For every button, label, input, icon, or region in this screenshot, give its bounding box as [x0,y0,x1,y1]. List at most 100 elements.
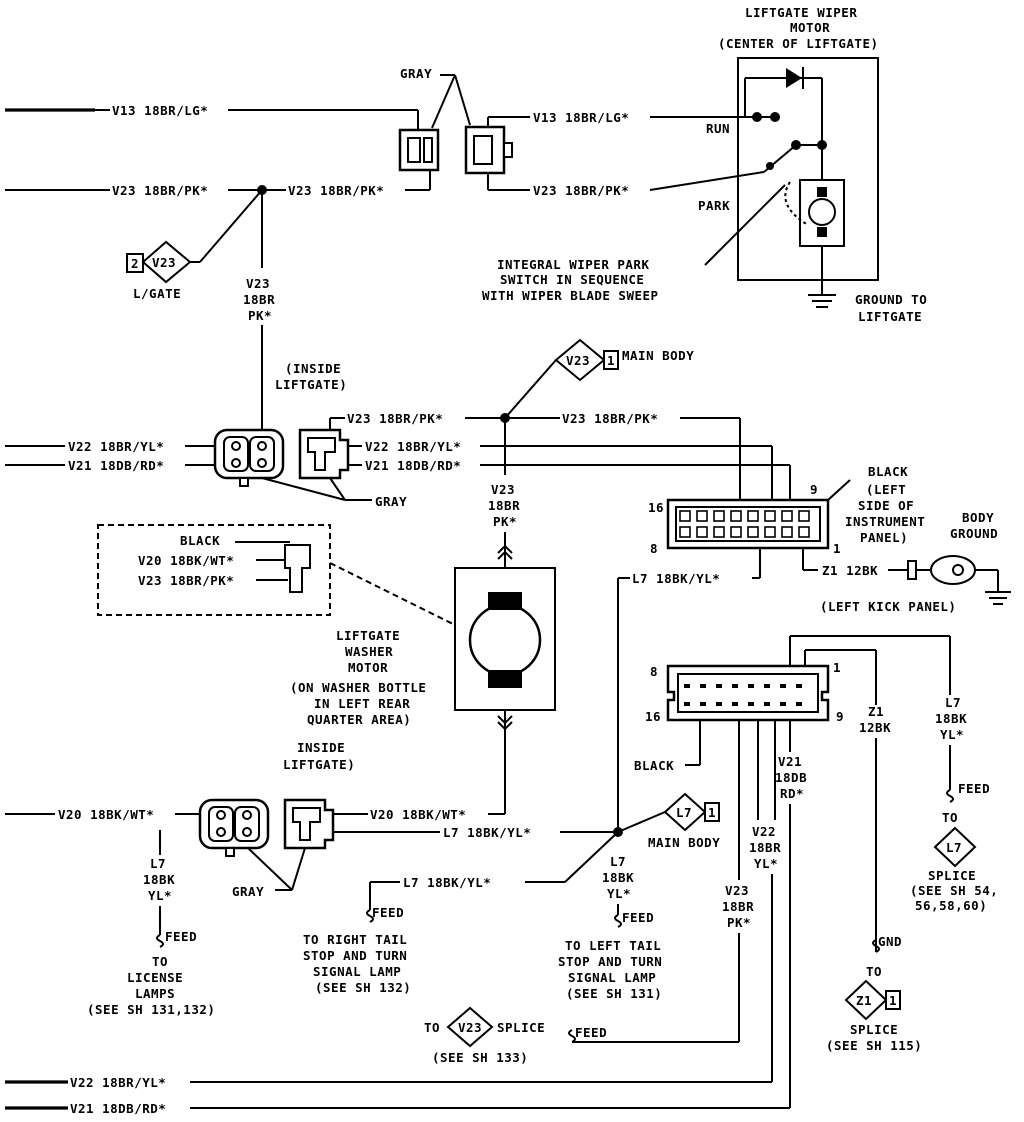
black-connector-label: BLACK [180,533,220,548]
instrument-connector: 16 9 8 1 BLACK (LEFT SIDE OF INSTRUMENT … [617,464,1011,830]
to-lic-2: LICENSE [127,970,183,985]
v23-splice-code: V23 [458,1020,482,1035]
splice-z1-label: SPLICE [850,1022,898,1037]
conn2-1: 1 [833,660,841,675]
z1-splice-code: Z1 [856,993,872,1008]
wiper-motor-box [737,57,879,281]
body-ground-label-1: BODY [962,510,994,525]
z1-drop-1: Z1 [868,704,884,719]
v22-drop-2: 18BR [749,840,781,855]
see-sh-115-label: (SEE SH 115) [826,1038,922,1053]
bottom-wires: V22 18BR/YL* V21 18DB/RD* [5,1075,790,1116]
splice-v23-label: SPLICE [497,1020,545,1035]
l7-drop-1: L7 [610,854,626,869]
v21-drop-2: 18DB [775,770,807,785]
z1-splice-num: 1 [889,993,897,1008]
feed-v23-label: FEED [575,1025,607,1040]
v13-left-label: V13 18BR/LG* [112,103,208,118]
park-label: PARK [698,198,730,213]
v23-drop-2: 18BR [722,899,754,914]
lgate-code: V23 [152,255,176,270]
right-tail-2: STOP AND TURN [303,948,407,963]
black-ip-3: SIDE OF [858,498,914,513]
v23-washer-2: 18BR [488,498,520,513]
l7-right-2: 18BK [935,711,967,726]
see-sh-56-label: 56,58,60) [915,898,987,913]
main-body-top-label: MAIN BODY [622,348,694,363]
integral-note-2: SWITCH IN SEQUENCE [500,272,644,287]
inside-liftgate-2b: LIFTGATE) [283,757,355,772]
wiper-motor-title: LIFTGATE WIPER [745,5,857,20]
l7-lic-2: 18BK [143,872,175,887]
v21-right-label: V21 18DB/RD* [365,458,461,473]
main-body-top-num: 1 [607,353,615,368]
l7-drop-2: 18BK [602,870,634,885]
lgate-label: L/GATE [133,286,181,301]
v23-washer-3: PK* [493,514,517,529]
right-tail-1: TO RIGHT TAIL [303,932,407,947]
body-connector: 8 1 16 9 BLACK V21 18DB RD* V22 18BR [634,635,998,1108]
conn2-16: 16 [645,709,661,724]
gray-top-label: GRAY [400,66,432,81]
v23-liftgate-right-label: V23 18BR/PK* [562,411,658,426]
mid-connectors: MAIN BODY V23 1 V23 18BR/PK* V23 18BR/PK… [5,338,791,568]
v21-left-label: V21 18DB/RD* [68,458,164,473]
v23-left-label: V23 18BR/PK* [112,183,208,198]
feed-l7-label: FEED [958,781,990,796]
gray-connector-right [464,125,506,175]
v22-bottom-label: V22 18BR/YL* [70,1075,166,1090]
gnd-label: GND [878,934,902,949]
to-lic-1: TO [152,954,168,969]
washer-label-1: LIFTGATE [336,628,400,643]
black-ip-1: BLACK [868,464,908,479]
v21-bottom-label: V21 18DB/RD* [70,1101,166,1116]
v23-mid-label: V23 18BR/PK* [288,183,384,198]
v22-drop-3: YL* [754,856,778,871]
v20-left-label: V20 18BK/WT* [58,807,154,822]
see-sh-54-label: (SEE SH 54, [910,883,998,898]
to-z1-label: TO [866,964,882,979]
diode-icon [786,68,802,88]
to-l7-label: TO [942,810,958,825]
washer-label-5: IN LEFT REAR [314,696,410,711]
black-connector2-label: BLACK [634,758,674,773]
l7-lic-1: L7 [150,856,166,871]
l7-drop-3: YL* [607,886,631,901]
v21-drop-1: V21 [778,754,802,769]
integral-note-3: WITH WIPER BLADE SWEEP [482,288,659,303]
left-tail-2: STOP AND TURN [558,954,662,969]
top-wires: V13 18BR/LG* V23 18BR/PK* V23 18BR/PK* G… [5,66,629,430]
main-body-top-code: V23 [566,353,590,368]
kick-panel-label: (LEFT KICK PANEL) [820,599,956,614]
inside-liftgate-1b: LIFTGATE) [275,377,347,392]
v20-right-label: V20 18BK/WT* [370,807,466,822]
main-body-mid-code: L7 [676,805,692,820]
feed-lic-label: FEED [165,929,197,944]
lgate-num: 2 [131,256,139,271]
black-ip-5: PANEL) [860,530,908,545]
main-body-mid-num: 1 [708,805,716,820]
v23-splice-diamond [446,1006,494,1048]
v23-drop-3: PK* [727,915,751,930]
washer-motor-section: LIFTGATE WASHER MOTOR (ON WASHER BOTTLE … [283,567,556,812]
see-sh-133-label: (SEE SH 133) [432,1050,528,1065]
v22-left-label: V22 18BR/YL* [68,439,164,454]
conn1-8: 8 [650,541,658,556]
feed-right-tail-label: FEED [372,905,404,920]
inside-liftgate-1a: (INSIDE [285,361,341,376]
v23-drop-1: V23 [725,883,749,898]
left-tail-3: SIGNAL LAMP [568,970,656,985]
v23-connector-label: V23 18BR/PK* [138,573,234,588]
v23-right-label: V23 18BR/PK* [533,183,629,198]
to-v23-label: TO [424,1020,440,1035]
l7-right-3: YL* [940,727,964,742]
feed-left-tail-label: FEED [622,910,654,925]
gray-mid-label: GRAY [375,494,407,509]
ground-liftgate-label: LIFTGATE [858,309,922,324]
right-tail-3: SIGNAL LAMP [313,964,401,979]
l7-tail-label: L7 18BK/YL* [403,875,491,890]
l7-right-1: L7 [945,695,961,710]
l7-splice-code: L7 [946,840,962,855]
v23-vert-3: PK* [248,308,272,323]
l7-mid-label: L7 18BK/YL* [443,825,531,840]
